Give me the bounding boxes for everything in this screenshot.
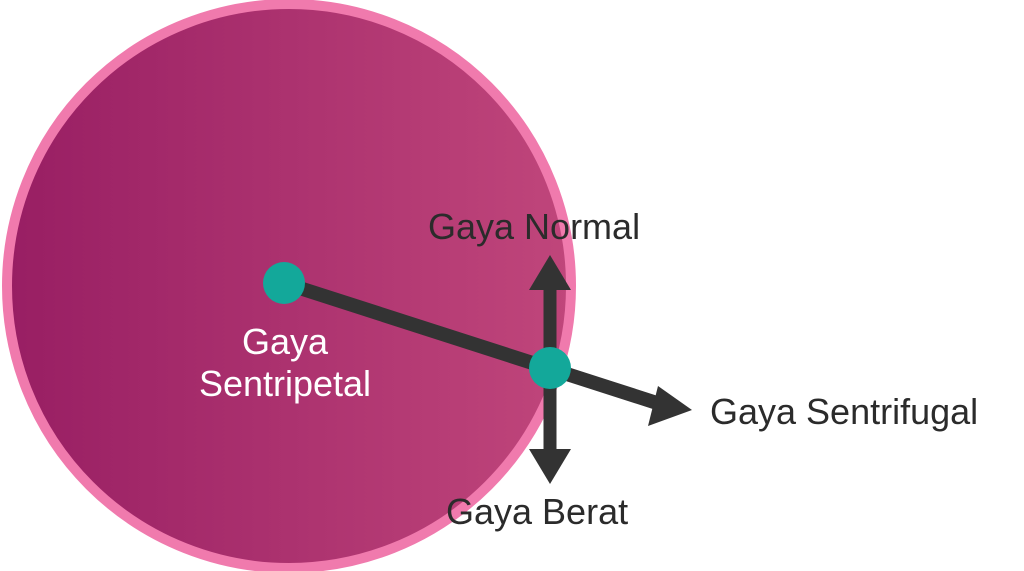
radius-line <box>281 276 663 411</box>
normal-force-label: Gaya Normal <box>428 206 641 247</box>
normal-arrowhead <box>529 255 571 290</box>
weight-force-label: Gaya Berat <box>446 491 629 532</box>
centripetal-label-line2: Sentripetal <box>198 363 372 404</box>
object-dot <box>529 347 571 389</box>
centrifugal-force-label: Gaya Sentrifugal <box>710 391 979 432</box>
weight-arrowhead <box>529 449 571 484</box>
centrifugal-arrowhead <box>648 386 692 426</box>
centripetal-force-label: Gaya Sentripetal <box>170 321 400 405</box>
centripetal-label-line1: Gaya <box>241 321 329 362</box>
center-dot <box>263 262 305 304</box>
